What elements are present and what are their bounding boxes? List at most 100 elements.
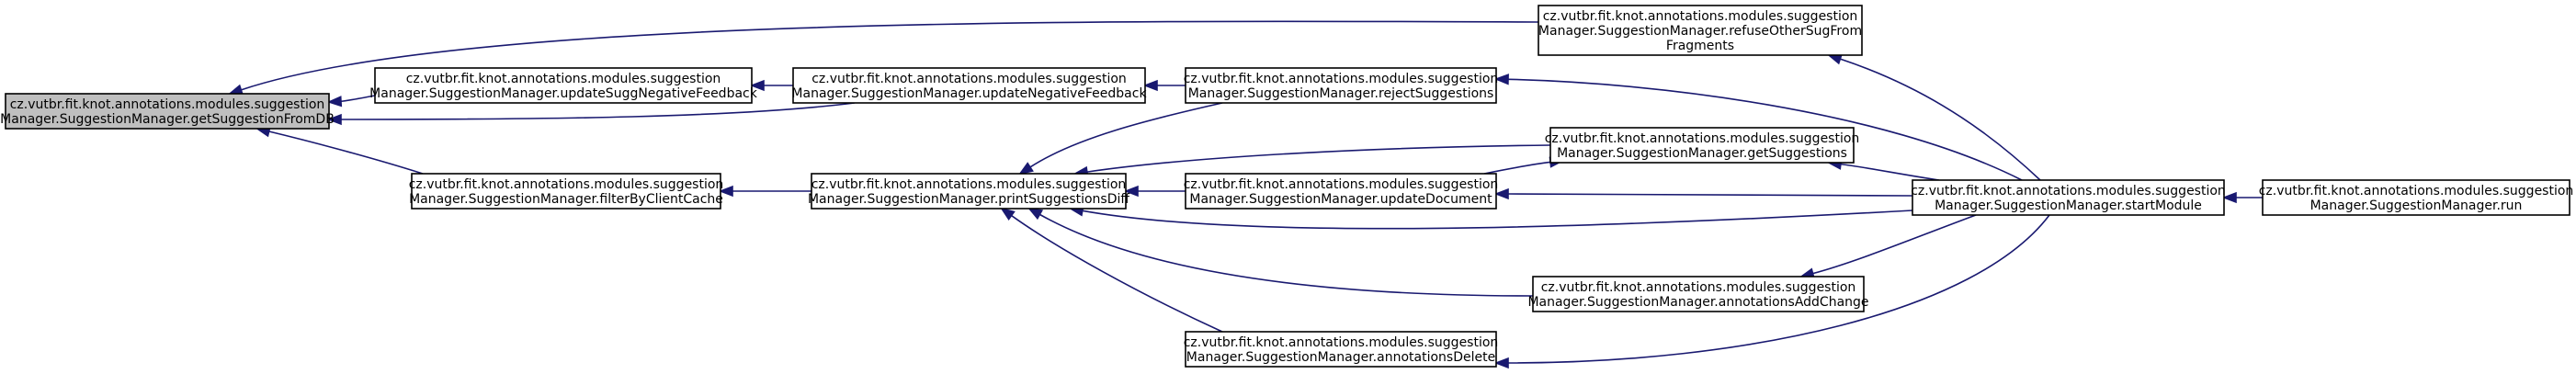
node-label-line: cz.vutbr.fit.knot.annotations.modules.su… — [409, 177, 724, 192]
node-updateNegativeFeedback[interactable]: cz.vutbr.fit.knot.annotations.modules.su… — [791, 67, 1147, 104]
node-label-line: cz.vutbr.fit.knot.annotations.modules.su… — [1911, 184, 2226, 198]
node-label-line: Manager.SuggestionManager.getSuggestions — [1557, 146, 1847, 161]
edge-line — [1507, 214, 2050, 364]
node-label-line: Manager.SuggestionManager.printSuggestio… — [808, 192, 1129, 207]
node-refuseOtherSugFromFragments[interactable]: cz.vutbr.fit.knot.annotations.modules.su… — [1538, 5, 1863, 56]
node-annotationsDelete[interactable]: cz.vutbr.fit.knot.annotations.modules.su… — [1184, 331, 1499, 368]
edge-annotationsAddChange-to-printSuggestionsDiff — [1027, 207, 1534, 297]
node-label-line: Manager.SuggestionManager.getSuggestionF… — [0, 112, 335, 127]
node-box — [411, 173, 721, 210]
node-filterByClientCache[interactable]: cz.vutbr.fit.knot.annotations.modules.su… — [409, 173, 724, 210]
edge-line — [340, 102, 856, 120]
node-box — [1532, 276, 1865, 312]
node-rejectSuggestions[interactable]: cz.vutbr.fit.knot.annotations.modules.su… — [1184, 67, 1499, 104]
edge-arrowhead — [749, 79, 765, 92]
edge-line — [1507, 193, 1913, 197]
node-label-line: Manager.SuggestionManager.refuseOtherSug… — [1538, 24, 1862, 39]
node-label-line: Manager.SuggestionManager.annotationsDel… — [1186, 350, 1495, 365]
edge-startModule-to-rejectSuggestions — [1493, 74, 2023, 181]
edge-arrowhead — [1142, 79, 1158, 92]
node-label-line: cz.vutbr.fit.knot.annotations.modules.su… — [1184, 335, 1499, 350]
edge-printSuggestionsDiff-to-filterByClientCache — [718, 185, 812, 198]
edge-arrowhead — [718, 185, 733, 198]
node-label-line: Manager.SuggestionManager.run — [2310, 198, 2523, 213]
edge-line — [1086, 144, 1551, 173]
node-label-line: Manager.SuggestionManager.updateDocument — [1189, 192, 1492, 207]
node-box — [1185, 67, 1497, 104]
edge-startModule-to-annotationsDelete — [1493, 214, 2050, 369]
edge-line — [340, 95, 376, 103]
node-box — [1538, 5, 1863, 56]
edge-arrowhead — [1123, 185, 1139, 198]
edge-arrowhead — [326, 96, 343, 108]
node-box — [1185, 331, 1497, 368]
edge-line — [1812, 214, 1977, 275]
edge-arrowhead — [1493, 357, 1509, 369]
node-label-line: cz.vutbr.fit.knot.annotations.modules.su… — [1184, 72, 1499, 86]
edge-line — [1507, 78, 2023, 181]
node-updateSuggNegativeFeedback[interactable]: cz.vutbr.fit.knot.annotations.modules.su… — [369, 67, 758, 104]
node-box — [1912, 179, 2225, 216]
edge-updateNegativeFeedback-to-updateSuggNegativeFeedback — [749, 79, 793, 92]
edge-updateNegativeFeedback-to-getSuggestionFromDB — [326, 102, 856, 126]
edge-startModule-to-updateDocument — [1493, 187, 1913, 200]
edge-arrowhead — [1018, 162, 1034, 176]
node-label-line: Manager.SuggestionManager.annotationsAdd… — [1527, 295, 1868, 310]
edge-arrowhead — [1493, 187, 1509, 200]
node-label-line: cz.vutbr.fit.knot.annotations.modules.su… — [1184, 177, 1499, 192]
edge-updateSuggNegativeFeedback-to-getSuggestionFromDB — [326, 95, 376, 108]
edge-line — [1038, 213, 1534, 297]
edge-arrowhead — [1493, 74, 1509, 85]
node-label-line: cz.vutbr.fit.knot.annotations.modules.su… — [2259, 184, 2574, 198]
node-printSuggestionsDiff[interactable]: cz.vutbr.fit.knot.annotations.modules.su… — [808, 173, 1129, 210]
edge-line — [1840, 163, 1940, 181]
node-box — [1549, 127, 1855, 164]
node-label-line: cz.vutbr.fit.knot.annotations.modules.su… — [406, 72, 721, 86]
node-label-line: Fragments — [1666, 39, 1734, 53]
node-label-line: cz.vutbr.fit.knot.annotations.modules.su… — [1543, 9, 1858, 24]
edge-line — [1082, 210, 1913, 230]
edge-line — [241, 20, 1539, 91]
node-annotationsAddChange[interactable]: cz.vutbr.fit.knot.annotations.modules.su… — [1527, 276, 1869, 312]
edge-getSuggestions-to-printSuggestionsDiff — [1072, 144, 1551, 178]
edge-rejectSuggestions-to-printSuggestionsDiff — [1018, 102, 1223, 176]
edge-line — [1483, 161, 1551, 175]
node-label-line: Manager.SuggestionManager.updateSuggNega… — [369, 86, 758, 101]
node-box — [1185, 173, 1497, 210]
node-run[interactable]: cz.vutbr.fit.knot.annotations.modules.su… — [2259, 179, 2574, 216]
edge-line — [1029, 102, 1223, 168]
edge-line — [268, 130, 424, 175]
node-box — [5, 93, 330, 130]
node-box — [374, 67, 753, 104]
edge-updateDocument-to-printSuggestionsDiff — [1123, 185, 1186, 198]
edge-startModule-to-refuseOtherSugFromFragments — [1826, 53, 2041, 181]
node-label-line: Manager.SuggestionManager.updateNegative… — [791, 86, 1147, 101]
edge-line — [1840, 58, 2041, 181]
edge-rejectSuggestions-to-updateNegativeFeedback — [1142, 79, 1186, 92]
node-updateDocument[interactable]: cz.vutbr.fit.knot.annotations.modules.su… — [1184, 173, 1499, 210]
edge-run-to-startModule — [2221, 191, 2263, 204]
node-box — [792, 67, 1146, 104]
edge-arrowhead — [227, 84, 244, 96]
node-label-line: cz.vutbr.fit.knot.annotations.modules.su… — [10, 97, 325, 112]
node-label-line: Manager.SuggestionManager.startModule — [1935, 198, 2202, 213]
edge-arrowhead — [326, 113, 342, 126]
edge-line — [1011, 214, 1223, 333]
edge-arrowhead — [1000, 207, 1016, 221]
node-label-line: Manager.SuggestionManager.rejectSuggesti… — [1188, 86, 1494, 101]
edge-arrowhead — [2221, 191, 2237, 204]
edge-startModule-to-annotationsAddChange — [1799, 214, 1977, 279]
node-label-line: cz.vutbr.fit.knot.annotations.modules.su… — [1541, 280, 1856, 295]
node-box — [811, 173, 1127, 210]
node-box — [2262, 179, 2570, 216]
edge-startModule-to-printSuggestionsDiff — [1068, 205, 1913, 230]
node-label-line: cz.vutbr.fit.knot.annotations.modules.su… — [811, 177, 1127, 192]
edge-annotationsDelete-to-printSuggestionsDiff — [1000, 207, 1223, 333]
node-startModule[interactable]: cz.vutbr.fit.knot.annotations.modules.su… — [1911, 179, 2226, 216]
node-label-line: cz.vutbr.fit.knot.annotations.modules.su… — [1545, 131, 1860, 146]
node-getSuggestionFromDB[interactable]: cz.vutbr.fit.knot.annotations.modules.su… — [0, 93, 335, 130]
node-label-line: cz.vutbr.fit.knot.annotations.modules.su… — [811, 72, 1127, 86]
node-getSuggestions[interactable]: cz.vutbr.fit.knot.annotations.modules.su… — [1545, 127, 1860, 164]
edge-arrowhead — [1027, 207, 1044, 221]
